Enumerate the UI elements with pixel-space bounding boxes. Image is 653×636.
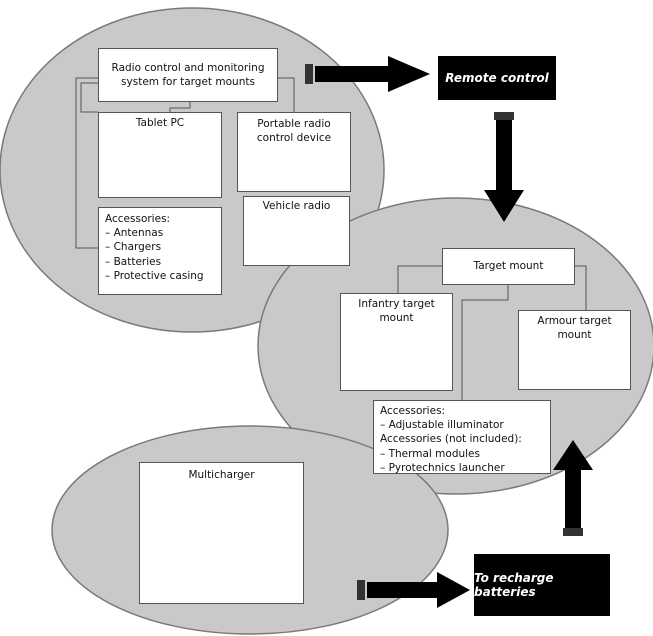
vehicle-radio-box: Vehicle radio [243, 196, 350, 266]
connector-lines-target [397, 265, 587, 400]
portable-radio-box: Portable radio control device [237, 112, 351, 192]
remote-control-label: Remote control [438, 56, 556, 100]
arrow-down-to-target [484, 120, 524, 222]
arrow-down-tail [494, 112, 514, 120]
multicharger-box: Multicharger [139, 462, 304, 604]
tablet-pc-box: Tablet PC [98, 112, 222, 198]
accessory-item: – Adjustable illuminator [380, 419, 504, 432]
recharge-label: To recharge batteries [474, 554, 610, 616]
accessory-item: – Pyrotechnics launcher [380, 461, 505, 474]
remote-accessories-box: Accessories: – Antennas – Chargers – Bat… [98, 207, 222, 295]
accessory-item: – Batteries [105, 255, 162, 268]
arrow-to-recharge [367, 572, 470, 608]
multicharger-label: Multicharger [188, 469, 255, 481]
arrow-up-tail [563, 528, 583, 536]
target-accessories-header: Accessories: [380, 405, 446, 417]
arrow-to-recharge-tail [357, 580, 365, 600]
arrows [305, 56, 593, 608]
system-box-label: Radio control and monitoring system for … [111, 61, 265, 88]
infantry-target-box: Infantry target mount [340, 293, 453, 391]
armour-target-label: Armour target mount [537, 315, 612, 342]
armour-target-box: Armour target mount [518, 310, 631, 390]
accessory-item: – Antennas [105, 227, 164, 240]
arrow-up-to-target [553, 440, 593, 528]
accessory-item: – Protective casing [105, 269, 204, 282]
target-mount-label: Target mount [473, 260, 544, 273]
arrow-to-remote-control [315, 56, 430, 92]
portable-radio-label: Portable radio control device [256, 118, 332, 145]
accessory-item: – Thermal modules [380, 447, 480, 460]
target-accessories-box: Accessories: – Adjustable illuminator Ac… [373, 400, 551, 474]
tablet-pc-label: Tablet PC [135, 117, 185, 129]
target-accessories-header-not-included: Accessories (not included): [380, 433, 522, 446]
target-mount-box: Target mount [442, 248, 575, 285]
system-box: Radio control and monitoring system for … [98, 48, 278, 102]
connector-lines-remote [75, 77, 295, 249]
arrow-to-remote-tail [305, 64, 313, 84]
vehicle-radio-label: Vehicle radio [262, 200, 331, 212]
remote-accessories-header: Accessories: [105, 213, 171, 225]
accessory-item: – Chargers [105, 241, 162, 254]
infantry-target-label: Infantry target mount [358, 298, 435, 325]
